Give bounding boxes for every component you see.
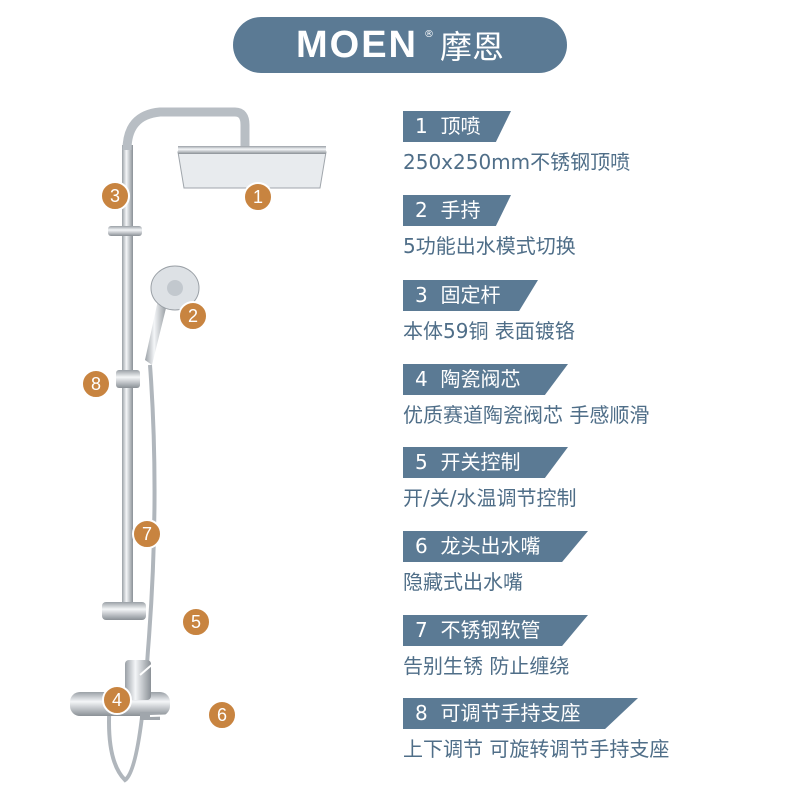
feature-item: 4 陶瓷阀芯 优质赛道陶瓷阀芯 手感顺滑 bbox=[403, 364, 649, 428]
feature-desc: 告别生锈 防止缠绕 bbox=[403, 654, 570, 678]
callout-badge-5: 5 bbox=[181, 607, 211, 637]
feature-tag: 5 开关控制 bbox=[403, 447, 568, 478]
feature-item: 7 不锈钢软管 告别生锈 防止缠绕 bbox=[403, 615, 588, 679]
feature-desc: 隐藏式出水嘴 bbox=[403, 570, 523, 594]
feature-tag: 2 手持 bbox=[403, 195, 511, 226]
feature-tag: 3 固定杆 bbox=[403, 280, 538, 311]
registered-mark: ® bbox=[423, 29, 434, 40]
callout-badge-3: 3 bbox=[100, 181, 130, 211]
feature-tag: 4 陶瓷阀芯 bbox=[403, 364, 568, 395]
callout-badge-6: 6 bbox=[207, 700, 237, 730]
hand-shower-holder bbox=[116, 370, 140, 388]
feature-desc: 优质赛道陶瓷阀芯 手感顺滑 bbox=[403, 403, 650, 427]
hand-shower bbox=[145, 265, 200, 365]
feature-item: 5 开关控制 开/关/水温调节控制 bbox=[403, 447, 576, 511]
feature-desc: 250x250mm不锈钢顶喷 bbox=[403, 150, 631, 174]
feature-desc: 上下调节 可旋转调节手持支座 bbox=[403, 737, 670, 761]
feature-desc: 5功能出水模式切换 bbox=[403, 234, 576, 258]
feature-tag: 7 不锈钢软管 bbox=[403, 615, 588, 646]
feature-desc: 开/关/水温调节控制 bbox=[403, 486, 577, 510]
feature-item: 3 固定杆 本体59铜 表面镀铬 bbox=[403, 280, 575, 344]
feature-item: 8 可调节手持支座 上下调节 可旋转调节手持支座 bbox=[403, 698, 669, 762]
callout-badge-7: 7 bbox=[132, 519, 162, 549]
feature-tag: 8 可调节手持支座 bbox=[403, 698, 638, 729]
callout-badge-1: 1 bbox=[243, 182, 273, 212]
callout-badge-8: 8 bbox=[81, 369, 111, 399]
brand-name-cn: 摩恩 bbox=[439, 28, 504, 66]
brand-logo: MOEN ® 摩恩 bbox=[233, 17, 567, 73]
callout-badge-2: 2 bbox=[178, 301, 208, 331]
slide-bar-clip bbox=[108, 226, 142, 236]
callout-badge-4: 4 bbox=[102, 685, 132, 715]
overhead-shower-head bbox=[177, 146, 327, 189]
feature-tag: 1 顶喷 bbox=[403, 111, 511, 142]
feature-item: 1 顶喷 250x250mm不锈钢顶喷 bbox=[403, 111, 630, 175]
brand-name-en: MOEN bbox=[295, 23, 418, 66]
feature-item: 6 龙头出水嘴 隐藏式出水嘴 bbox=[403, 531, 588, 595]
feature-desc: 本体59铜 表面镀铬 bbox=[403, 319, 575, 343]
feature-tag: 6 龙头出水嘴 bbox=[403, 531, 588, 562]
diverter bbox=[102, 602, 146, 620]
feature-item: 2 手持 5功能出水模式切换 bbox=[403, 195, 576, 259]
